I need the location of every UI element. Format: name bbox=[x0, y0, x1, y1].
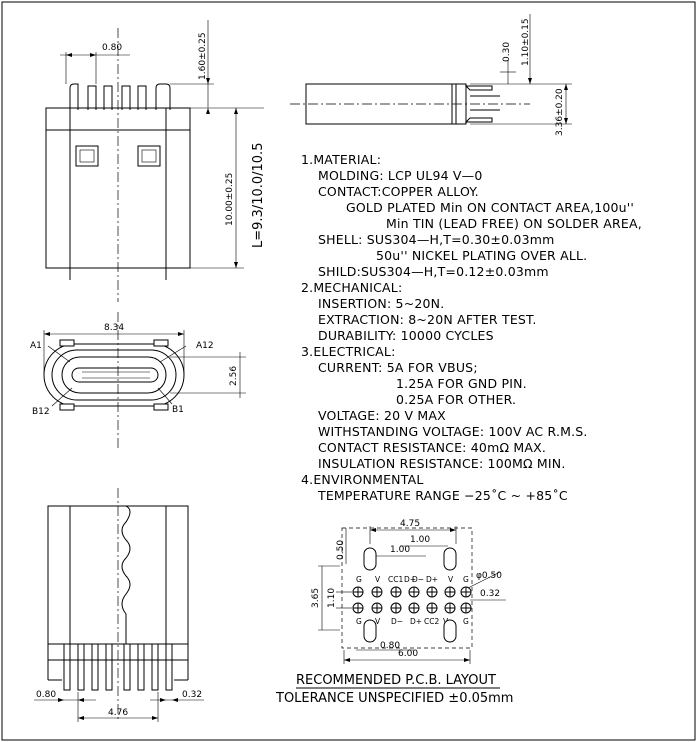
dim-pcb-110: 1.10 bbox=[327, 588, 337, 608]
pcb-layout-title: RECOMMENDED P.C.B. LAYOUT bbox=[296, 673, 496, 688]
note-line: 1.25A FOR GND PIN. bbox=[396, 376, 527, 391]
pcb-pin-label: V bbox=[375, 575, 381, 584]
dim-side-height: 3.36±0.20 bbox=[555, 88, 565, 136]
dim-top-pin-pitch: 0.80 bbox=[102, 43, 122, 53]
dim-pcb-365: 3.65 bbox=[311, 588, 321, 608]
spec-notes: 1.MATERIAL: MOLDING: LCP UL94 V—0 CONTAC… bbox=[301, 152, 642, 503]
dim-side-thickness: 0.30 bbox=[502, 42, 512, 62]
dim-pcb-100-b: 1.00 bbox=[390, 545, 410, 555]
note-line: EXTRACTION: 8~20N AFTER TEST. bbox=[318, 312, 537, 327]
note-line: SHILD:SUS304—H,T=0.12±0.03mm bbox=[318, 264, 549, 279]
note-line: 1.MATERIAL: bbox=[301, 152, 381, 167]
pcb-pin-label: CC2 bbox=[424, 617, 439, 626]
pcb-pin-label: D− bbox=[391, 617, 403, 626]
pcb-layout: 4.75 0.50 1.00 1.00 G V CC1 D+ D− D+ V G bbox=[275, 519, 513, 706]
dim-pcb-phi: φ0.50 bbox=[476, 571, 502, 581]
dim-bottom-span: 4.76 bbox=[108, 708, 128, 718]
note-line: GOLD PLATED Min ON CONTACT AREA,100u'' bbox=[346, 200, 634, 215]
dim-overall-length: L=9.3/10.0/10.5 bbox=[251, 143, 266, 248]
dim-body-height: 10.00±0.25 bbox=[225, 173, 235, 226]
dim-pcb-050: 0.50 bbox=[336, 540, 346, 560]
pcb-pin-label: G bbox=[356, 575, 362, 584]
note-line: DURABILITY: 10000 CYCLES bbox=[318, 328, 494, 343]
pin-a12-label: A12 bbox=[196, 341, 214, 351]
dim-bottom-pitch: 0.80 bbox=[36, 690, 56, 700]
pin-b12-label: B12 bbox=[32, 407, 50, 417]
pcb-pin-label: D− bbox=[412, 575, 424, 584]
front-view: 8.34 2.56 A1 A12 B12 B1 bbox=[30, 312, 246, 448]
note-line: VOLTAGE: 20 V MAX bbox=[318, 408, 446, 423]
tolerance-note: TOLERANCE UNSPECIFIED ±0.05mm bbox=[275, 691, 513, 706]
note-line: 50u'' NICKEL PLATING OVER ALL. bbox=[376, 248, 587, 263]
pcb-pin-label: D+ bbox=[426, 575, 438, 584]
pcb-pin-label: D+ bbox=[410, 617, 422, 626]
note-line: 0.25A FOR OTHER. bbox=[396, 392, 516, 407]
pcb-pin-label: D+ bbox=[404, 575, 416, 584]
dim-pcb-475: 4.75 bbox=[400, 519, 420, 529]
pcb-pin-label: G bbox=[356, 617, 362, 626]
note-line: SHELL: SUS304—H,T=0.30±0.03mm bbox=[318, 232, 555, 247]
pcb-pin-label: G bbox=[463, 617, 469, 626]
side-view: 0.30 1.10±0.15 3.36±0.20 bbox=[290, 14, 572, 136]
dim-pcb-100-a: 1.00 bbox=[410, 535, 430, 545]
pin-a1-label: A1 bbox=[30, 341, 42, 351]
note-line: 3.ELECTRICAL: bbox=[301, 344, 395, 359]
bottom-view: 0.80 0.32 4.76 bbox=[34, 488, 204, 722]
dim-front-height: 2.56 bbox=[229, 366, 239, 386]
note-line: CONTACT RESISTANCE: 40mΩ MAX. bbox=[318, 440, 546, 455]
dim-pcb-032: 0.32 bbox=[480, 589, 500, 599]
note-line: 2.MECHANICAL: bbox=[301, 280, 402, 295]
dim-bottom-pin-width: 0.32 bbox=[182, 690, 202, 700]
dim-pcb-080: 0.80 bbox=[380, 641, 400, 651]
note-line: CONTACT:COPPER ALLOY. bbox=[318, 184, 479, 199]
pin-b1-label: B1 bbox=[172, 405, 184, 415]
dim-pcb-600: 6.00 bbox=[398, 649, 418, 659]
dim-top-pin-length: 1.60±0.25 bbox=[198, 32, 208, 80]
pcb-pin-label: CC1 bbox=[388, 575, 403, 584]
pcb-pin-label: V bbox=[375, 617, 381, 626]
dim-side-top: 1.10±0.15 bbox=[521, 18, 531, 66]
dim-front-width: 8.34 bbox=[104, 323, 124, 333]
pcb-pin-label: G bbox=[463, 575, 469, 584]
note-line: TEMPERATURE RANGE −25˚C ~ +85˚C bbox=[317, 488, 568, 503]
note-line: 4.ENVIRONMENTAL bbox=[301, 472, 424, 487]
note-line: INSULATION RESISTANCE: 100MΩ MIN. bbox=[318, 456, 566, 471]
note-line: Min TIN (LEAD FREE) ON SOLDER AREA, bbox=[386, 216, 642, 231]
note-line: CURRENT: 5A FOR VBUS; bbox=[318, 360, 478, 375]
pcb-pin-label: V bbox=[448, 575, 454, 584]
note-line: WITHSTANDING VOLTAGE: 100V AC R.M.S. bbox=[318, 424, 588, 439]
note-line: INSERTION: 5~20N. bbox=[318, 296, 444, 311]
note-line: MOLDING: LCP UL94 V—0 bbox=[318, 168, 483, 183]
top-view: 0.80 1.60±0.25 10.00±0.25 L=9.3/10.0/10.… bbox=[45, 20, 266, 302]
